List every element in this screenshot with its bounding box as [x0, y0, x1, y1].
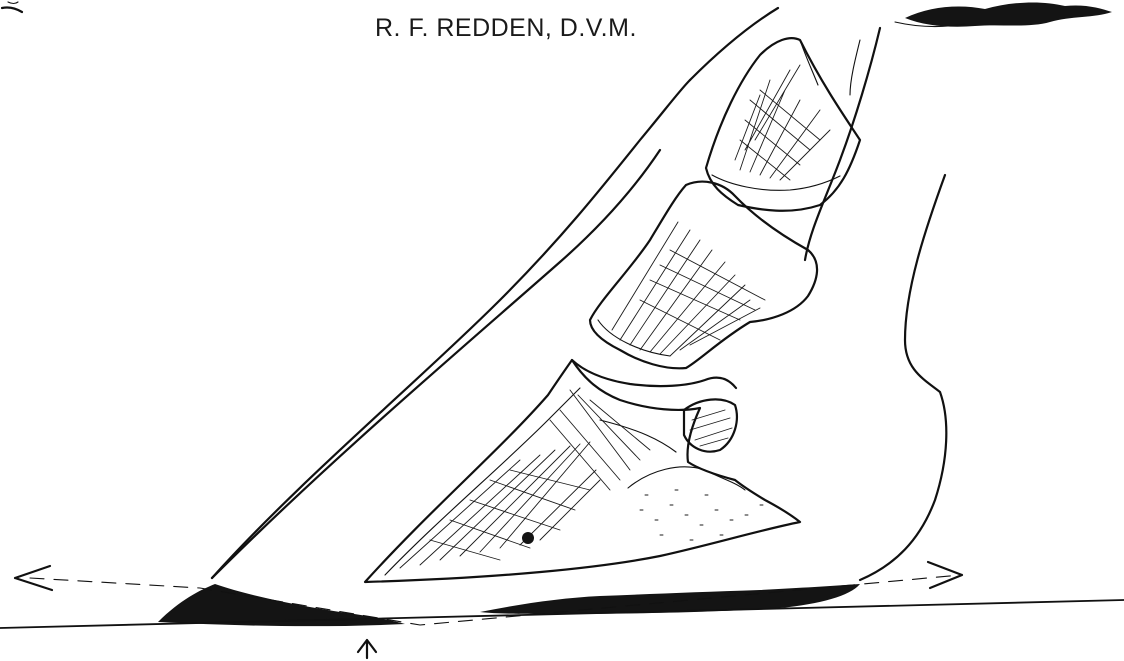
dorsal-hoof-wall	[212, 80, 690, 578]
palmar-outline	[860, 175, 946, 580]
long-pastern-bone	[706, 38, 860, 211]
short-pastern-bone	[590, 182, 817, 369]
heel-ground-shading	[480, 584, 860, 614]
sole-stipple	[640, 490, 763, 540]
bone-lesion-mark	[522, 532, 534, 544]
right-arrow-icon	[928, 562, 962, 588]
coronary-skin-line	[212, 150, 660, 578]
toe-ground-shading	[158, 584, 405, 626]
corner-scribble-right	[895, 2, 1112, 26]
corner-scribble-left	[2, 2, 22, 12]
coffin-bone	[365, 360, 800, 582]
up-arrow-icon	[358, 640, 376, 658]
pastern-front-line	[690, 8, 778, 80]
